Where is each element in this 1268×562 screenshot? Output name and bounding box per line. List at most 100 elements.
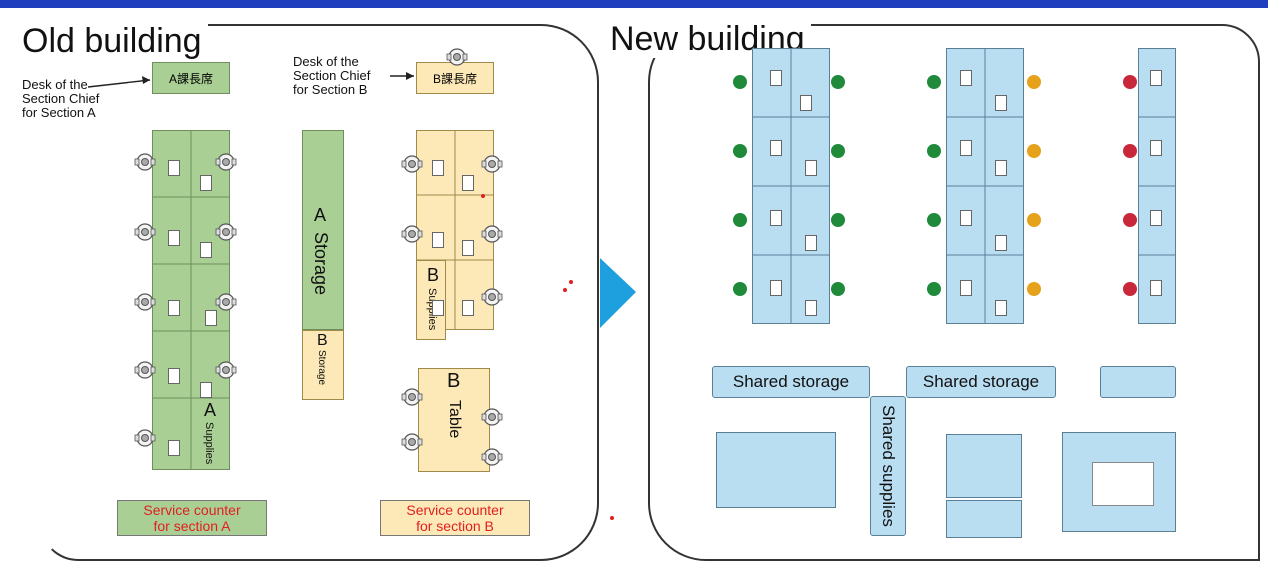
person-at-desk-icon xyxy=(134,293,156,311)
paper-stack-icon xyxy=(432,232,444,248)
chief-desk-a: A課長席 xyxy=(152,62,230,94)
shared-storage-2: Shared storage xyxy=(906,366,1056,398)
paper-stack-icon xyxy=(462,175,474,191)
paper-stack-icon xyxy=(960,280,972,296)
storage-b-word: Storage xyxy=(316,350,327,386)
person-at-desk-icon xyxy=(215,223,237,241)
paper-stack-icon xyxy=(800,95,812,111)
storage-a-word: Storage xyxy=(311,232,331,296)
paper-stack-icon xyxy=(805,160,817,176)
callout-chief-b: Desk of the Section Chief for Section B xyxy=(293,55,370,97)
meeting-table-1 xyxy=(716,432,836,508)
callout-chief-a: Desk of the Section Chief for Section A xyxy=(22,78,99,120)
paper-stack-icon xyxy=(432,160,444,176)
callout-b-line-3: for Section B xyxy=(293,82,368,97)
top-border xyxy=(0,0,1268,8)
person-at-desk-icon xyxy=(401,225,423,243)
person-at-desk-icon xyxy=(134,153,156,171)
callout-a-line-3: for Section A xyxy=(22,105,96,120)
storage-a-letter: A xyxy=(314,205,327,225)
counter-b-line-1: Service counter xyxy=(406,502,504,518)
person-at-desk-icon xyxy=(481,288,503,306)
callout-b-line-2: Section Chief xyxy=(293,68,371,83)
paper-stack-icon xyxy=(462,300,474,316)
table-b-word: Table xyxy=(446,400,463,439)
section-a-grid xyxy=(152,130,230,470)
section-b-grid xyxy=(416,130,494,330)
paper-stack-icon xyxy=(770,280,782,296)
green-seat-markers xyxy=(733,75,941,296)
callout-a-arrowhead xyxy=(142,76,150,84)
red-dot xyxy=(569,280,573,284)
paper-stack-icon xyxy=(200,242,212,258)
service-counter-b: Service counter for section B xyxy=(380,500,530,536)
paper-stack-icon xyxy=(995,160,1007,176)
orange-seat-markers xyxy=(1027,75,1041,296)
small-desk-2 xyxy=(946,500,1022,538)
supplies-a-letter: A xyxy=(204,400,217,420)
new-block-grid xyxy=(752,48,1176,324)
person-at-desk-icon xyxy=(481,448,503,466)
service-counter-a: Service counter for section A xyxy=(117,500,267,536)
paper-stack-icon xyxy=(1150,280,1162,296)
person-at-desk-icon xyxy=(401,155,423,173)
counter-b-line-2: for section B xyxy=(416,518,494,534)
red-dot xyxy=(563,288,567,292)
shared-supplies: Shared supplies xyxy=(870,396,906,536)
paper-stack-icon xyxy=(168,160,180,176)
paper-stack-icon xyxy=(168,368,180,384)
supplies-b-letter: B xyxy=(427,265,440,285)
paper-stack-icon xyxy=(1150,140,1162,156)
paper-stack-icon xyxy=(200,382,212,398)
person-at-desk-icon xyxy=(446,48,468,66)
shared-storage-3 xyxy=(1100,366,1176,398)
paper-stack-icon xyxy=(168,300,180,316)
paper-stack-icon xyxy=(805,300,817,316)
meeting-table-3-surface xyxy=(1092,462,1154,506)
table-b-letter: B xyxy=(447,370,461,392)
red-dot xyxy=(610,516,614,520)
paper-stack-icon xyxy=(960,210,972,226)
person-at-desk-icon xyxy=(134,429,156,447)
storage-b xyxy=(302,330,344,400)
paper-stack-icon xyxy=(995,300,1007,316)
person-at-desk-icon xyxy=(215,293,237,311)
paper-stack-icon xyxy=(168,440,180,456)
callout-b-arrowhead xyxy=(406,72,414,80)
supplies-a-word: Supplies xyxy=(203,422,215,465)
person-at-desk-icon xyxy=(481,408,503,426)
small-table-2 xyxy=(946,434,1022,498)
person-at-desk-icon xyxy=(134,223,156,241)
right-arrow-icon xyxy=(600,258,636,328)
paper-stack-icon xyxy=(462,240,474,256)
paper-stack-icon xyxy=(770,140,782,156)
person-at-desk-icon xyxy=(215,361,237,379)
paper-stack-icon xyxy=(168,230,180,246)
red-dot xyxy=(481,194,485,198)
paper-stack-icon xyxy=(960,70,972,86)
person-at-desk-icon xyxy=(134,361,156,379)
paper-stack-icon xyxy=(960,140,972,156)
red-seat-markers xyxy=(1123,75,1137,296)
paper-stack-icon xyxy=(995,95,1007,111)
paper-stack-icon xyxy=(432,300,444,316)
person-at-desk-icon xyxy=(215,153,237,171)
callout-b-line-1: Desk of the xyxy=(293,54,359,69)
callout-a-arrow xyxy=(87,79,151,88)
person-at-desk-icon xyxy=(401,388,423,406)
person-at-desk-icon xyxy=(481,155,503,173)
storage-a xyxy=(302,130,344,330)
paper-stack-icon xyxy=(995,235,1007,251)
paper-stack-icon xyxy=(805,235,817,251)
paper-stack-icon xyxy=(200,175,212,191)
counter-a-line-2: for section A xyxy=(153,518,231,534)
paper-stack-icon xyxy=(1150,70,1162,86)
chief-desk-b: B課長席 xyxy=(416,62,494,94)
counter-a-line-1: Service counter xyxy=(143,502,241,518)
old-building-title: Old building xyxy=(16,22,208,60)
paper-stack-icon xyxy=(1150,210,1162,226)
paper-stack-icon xyxy=(770,210,782,226)
